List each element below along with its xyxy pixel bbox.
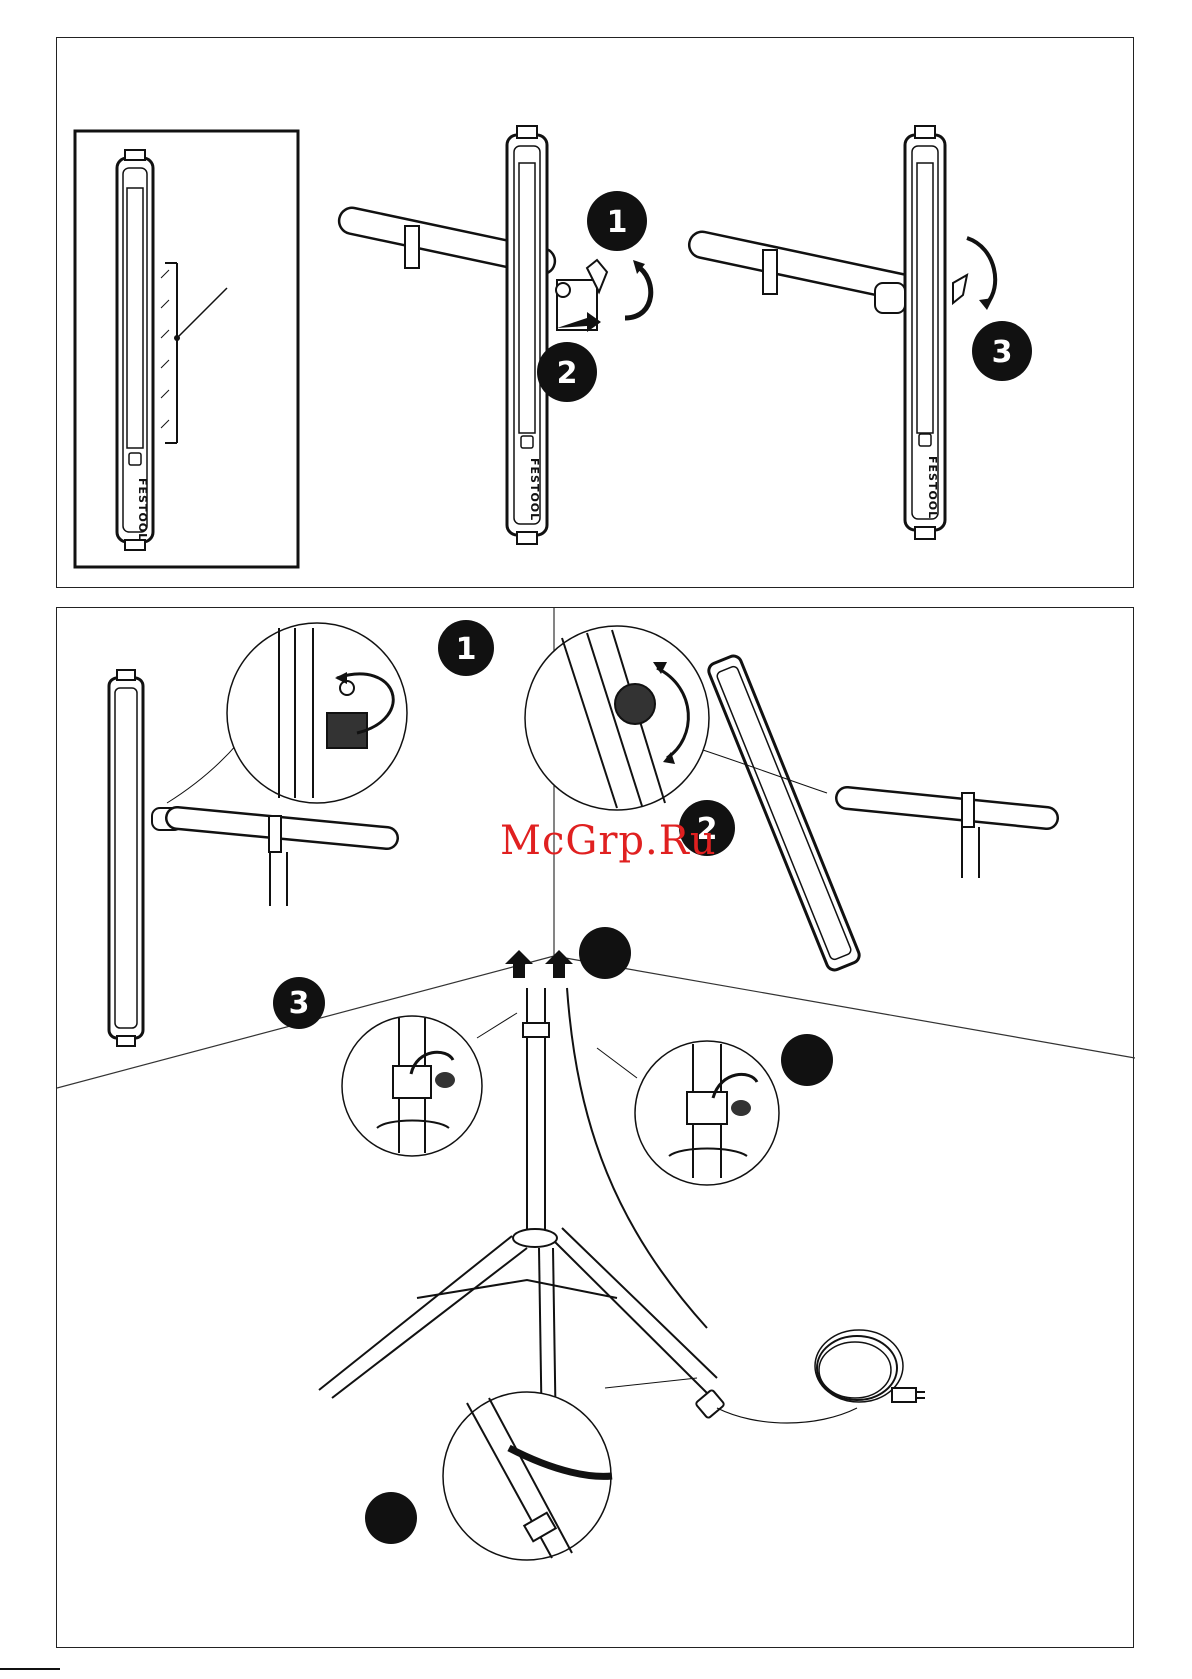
top-step-2-badge: 2	[537, 342, 597, 402]
bottom-instruction-panel: 1 2	[56, 607, 1134, 1648]
top-step-3-label: 3	[992, 335, 1013, 370]
bottom-step-1-label: 1	[456, 632, 477, 667]
bottom-badge-unlabeled-c	[365, 1492, 417, 1544]
bottom-badge-unlabeled-a	[579, 927, 631, 979]
bottom-illustration: 1 2	[57, 608, 1135, 1649]
tripod-detail-bottom	[443, 1378, 697, 1560]
left-detail-circle	[227, 623, 407, 803]
inset-frame	[75, 131, 298, 567]
tripod-step-3-label: 3	[289, 986, 310, 1021]
middle-brand-label: FESTOOL	[528, 458, 541, 521]
inset-hatch-bracket	[161, 263, 227, 443]
right-brand-label: FESTOOL	[926, 456, 939, 519]
bottom-badge-unlabeled-b	[781, 1034, 833, 1086]
top-step-3-badge: 3	[972, 321, 1032, 381]
top-instruction-panel: FESTOOL FESTOOL	[56, 37, 1134, 588]
footer-rule	[0, 1664, 1192, 1674]
bottom-step-1-badge: 1	[438, 620, 494, 676]
top-step-1-badge: 1	[587, 191, 647, 251]
right-detail-circle	[525, 626, 709, 810]
middle-assembly: FESTOOL	[337, 126, 651, 544]
right-lamp-assembly	[697, 654, 1047, 973]
cable-coil	[815, 1330, 925, 1402]
tripod-step-3-badge: 3	[273, 977, 325, 1029]
watermark-text: McGrp.Ru	[500, 818, 717, 864]
up-arrows	[505, 950, 573, 978]
right-assembly: FESTOOL	[687, 126, 995, 539]
inset-lamp: FESTOOL	[117, 150, 153, 550]
tripod-detail-right	[597, 1041, 779, 1185]
top-step-1-label: 1	[607, 205, 628, 240]
top-step-2-label: 2	[557, 356, 578, 391]
tripod-detail-left	[342, 1013, 517, 1156]
top-illustration: FESTOOL FESTOOL	[57, 38, 1135, 589]
inset-brand-label: FESTOOL	[136, 478, 149, 541]
